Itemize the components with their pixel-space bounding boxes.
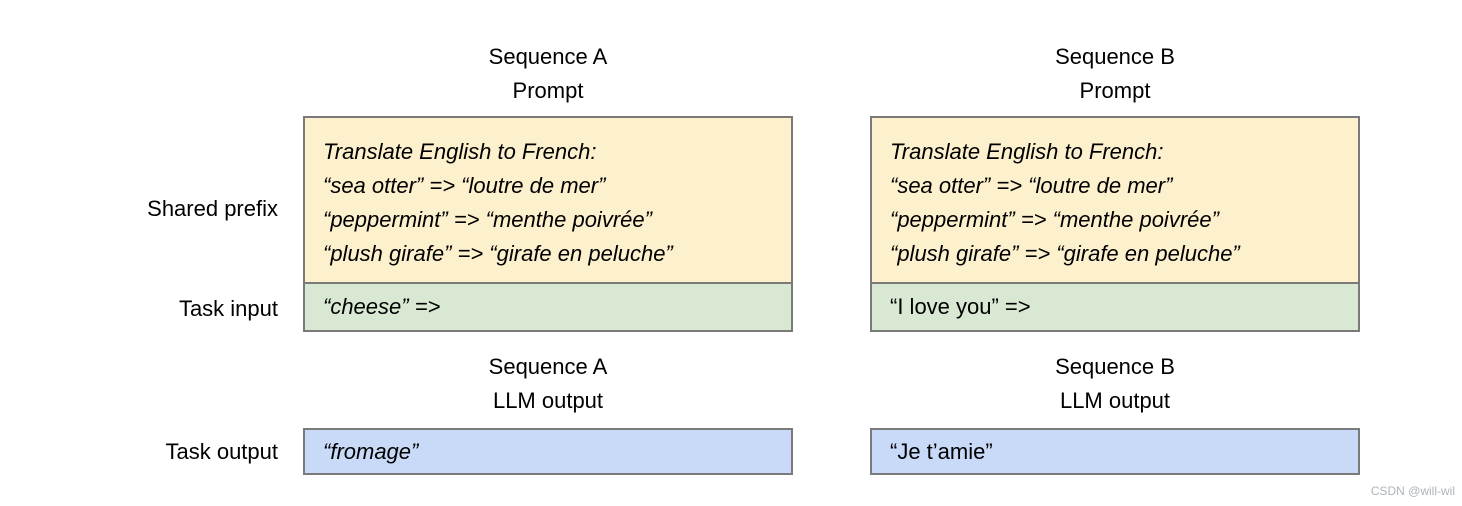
sequence-a-task-input-box: “cheese” => [303,282,793,332]
prompt-line: “peppermint” => “menthe poivrée” [890,207,1219,232]
sequence-b-task-input-text: “I love you” => [890,294,1031,319]
sequence-b-task-output-text: “Je t’amie” [890,438,993,464]
sequence-b-prompt-header: Sequence B Prompt [870,40,1360,108]
sequence-b-task-input-box: “I love you” => [870,282,1360,332]
sequence-a-task-output-text: “fromage” [323,438,419,464]
sequence-a-prompt-header-line2: Prompt [512,78,584,103]
sequence-b-output-header-line2: LLM output [1059,388,1171,413]
sequence-a-prompt-header: Sequence A Prompt [303,40,793,108]
sequence-b-output-header: Sequence B LLM output [870,350,1360,418]
label-shared-prefix: Shared prefix [147,196,278,221]
sequence-a-task-output-box: “fromage” [303,428,793,475]
csdn-watermark: CSDN @will-wil [1370,484,1455,498]
sequence-b-output-header-line1: Sequence B [1055,354,1175,379]
sequence-a-output-header-line2: LLM output [492,388,604,413]
sequence-a-prompt-box: Translate English to French: “sea otter”… [303,116,793,284]
sequence-a-prompt-header-line1: Sequence A [488,44,608,69]
sequence-b-prompt-header-line1: Sequence B [1055,44,1175,69]
sequence-b-task-output-box: “Je t’amie” [870,428,1360,475]
sequence-a-output-header-line1: Sequence A [488,354,608,379]
prompt-line: “plush girafe” => “girafe en peluche” [890,241,1240,266]
prompt-line: Translate English to French: [323,139,597,164]
prompt-line: Translate English to French: [890,139,1164,164]
label-task-output: Task output [165,439,278,464]
prompt-line: “sea otter” => “loutre de mer” [890,173,1173,198]
prompt-line: “sea otter” => “loutre de mer” [323,173,606,198]
label-task-input: Task input [178,296,278,321]
sequence-b-prompt-header-line2: Prompt [1079,78,1151,103]
column-sequence-a: Sequence A Prompt Translate English to F… [303,0,793,506]
sequence-a-task-input-text: “cheese” => [323,294,441,319]
sequence-b-prompt-box: Translate English to French: “sea otter”… [870,116,1360,284]
column-sequence-b: Sequence B Prompt Translate English to F… [870,0,1360,506]
sequence-a-output-header: Sequence A LLM output [303,350,793,418]
prompt-line: “peppermint” => “menthe poivrée” [323,207,652,232]
prompt-line: “plush girafe” => “girafe en peluche” [323,241,673,266]
